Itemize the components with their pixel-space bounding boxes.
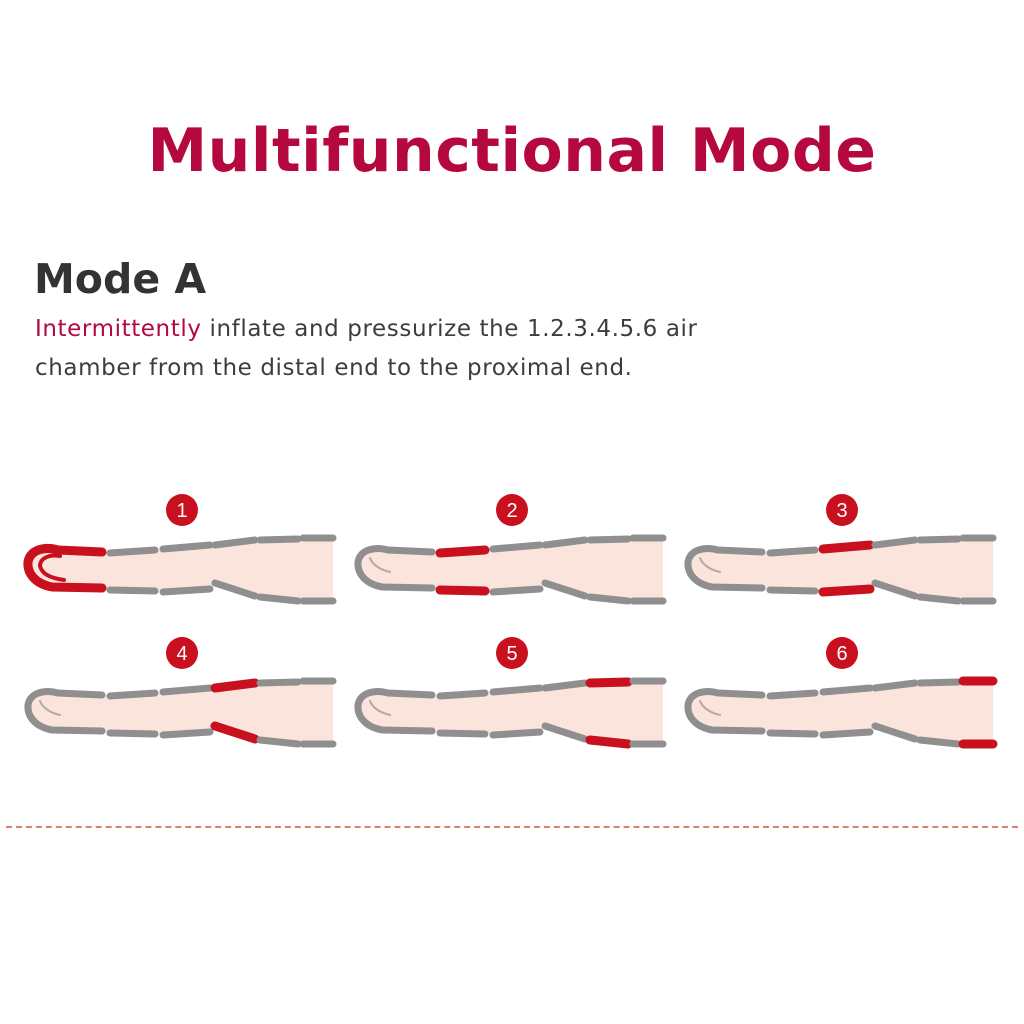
chamber-4-top <box>871 679 919 692</box>
chamber-1-foot-inner <box>37 553 66 582</box>
chamber-5-bottom <box>256 736 302 748</box>
chamber-2-top <box>766 546 819 557</box>
chamber-3-top <box>489 684 544 696</box>
chamber-3-top <box>489 541 544 553</box>
description-line2: chamber from the distal end to the proxi… <box>35 355 633 381</box>
step-panel-5: 5 <box>350 633 670 758</box>
step-number-label: 4 <box>176 643 187 665</box>
step-number-label: 1 <box>176 500 187 522</box>
chamber-4-bottom <box>871 722 919 743</box>
chamber-3-top <box>818 540 875 554</box>
leg-diagram-5: 5 <box>354 637 667 749</box>
step-number-circle <box>826 637 858 669</box>
step-number-badge: 3 <box>826 494 858 526</box>
chamber-2-top <box>435 545 490 558</box>
chamber-4-bottom <box>541 722 589 743</box>
leg-diagram-2: 2 <box>354 494 667 605</box>
step-number-circle <box>826 494 858 526</box>
chamber-1-foot <box>684 688 766 735</box>
chamber-2-bottom <box>435 585 490 596</box>
chamber-5-top <box>916 678 962 687</box>
chamber-4-bottom <box>541 579 589 600</box>
leg-diagram-4: 4 <box>24 637 337 748</box>
chamber-5-top <box>256 678 302 687</box>
chamber-1-foot <box>23 544 107 593</box>
chamber-5-top <box>916 535 962 544</box>
leg-diagram-6: 6 <box>684 637 998 749</box>
mode-heading: Mode A <box>34 255 207 303</box>
step-number-circle <box>166 637 198 669</box>
chamber-3-top <box>159 684 214 696</box>
page-title: Multifunctional Mode <box>147 116 877 186</box>
chamber-4-top <box>871 536 919 549</box>
chamber-3-bottom <box>489 585 544 596</box>
chamber-4-top <box>210 678 260 693</box>
step-number-label: 3 <box>836 500 847 522</box>
description-highlight: Intermittently <box>35 316 202 342</box>
step-number-badge: 2 <box>496 494 528 526</box>
chamber-2-top <box>766 689 819 700</box>
toe-line <box>369 700 391 716</box>
chamber-5-top <box>586 535 632 544</box>
step-panel-4: 4 <box>20 633 340 758</box>
chamber-4-bottom <box>210 721 260 744</box>
chamber-3-bottom <box>489 728 544 739</box>
step-number-badge: 5 <box>496 637 528 669</box>
step-panel-1: 1 <box>20 490 340 615</box>
description-line1: inflate and pressurize the 1.2.3.4.5.6 a… <box>201 316 698 342</box>
step-number-circle <box>496 494 528 526</box>
step-number-label: 5 <box>506 643 517 665</box>
section-divider <box>6 826 1018 828</box>
chamber-5-bottom <box>916 593 962 605</box>
chamber-1-foot <box>24 688 106 735</box>
step-panel-3: 3 <box>680 490 1000 615</box>
toe-line <box>369 557 391 573</box>
chamber-3-bottom <box>818 584 875 597</box>
chamber-2-top <box>106 689 159 700</box>
chamber-3-top <box>819 684 874 696</box>
chamber-3-top <box>159 541 214 553</box>
step-number-badge: 1 <box>166 494 198 526</box>
chamber-2-bottom <box>766 729 819 738</box>
chamber-4-top <box>541 679 589 692</box>
chamber-5-bottom <box>256 593 302 605</box>
chamber-5-top <box>585 677 633 688</box>
chamber-2-bottom <box>766 586 819 595</box>
chamber-2-top <box>436 689 489 700</box>
mode-description: Intermittently inflate and pressurize th… <box>35 310 795 388</box>
chamber-4-bottom <box>871 579 919 600</box>
chamber-3-bottom <box>159 585 214 596</box>
toe-line <box>699 557 721 573</box>
toe-line <box>39 700 61 716</box>
leg-diagram-1: 1 <box>23 494 337 605</box>
chamber-5-bottom <box>586 593 632 605</box>
chamber-3-bottom <box>819 728 874 739</box>
chamber-2-bottom <box>106 729 159 738</box>
toe-line <box>699 700 721 716</box>
chamber-2-bottom <box>106 586 159 595</box>
step-number-label: 6 <box>836 643 847 665</box>
leg-diagram-3: 3 <box>684 494 997 605</box>
chamber-1-foot <box>684 545 766 592</box>
chamber-4-top <box>541 536 589 549</box>
chamber-1-foot <box>354 545 436 592</box>
step-panel-6: 6 <box>680 633 1000 758</box>
step-number-badge: 6 <box>826 637 858 669</box>
chamber-1-foot <box>354 688 436 735</box>
chamber-2-bottom <box>436 729 489 738</box>
chamber-3-bottom <box>159 728 214 739</box>
step-number-circle <box>166 494 198 526</box>
step-number-badge: 4 <box>166 637 198 669</box>
chamber-2-top <box>106 546 159 557</box>
chamber-4-top <box>211 536 259 549</box>
step-number-label: 2 <box>506 500 517 522</box>
step-number-circle <box>496 637 528 669</box>
chamber-5-bottom <box>585 735 633 749</box>
chamber-5-top <box>256 535 302 544</box>
chamber-4-bottom <box>211 579 259 600</box>
step-panel-2: 2 <box>350 490 670 615</box>
chamber-5-bottom <box>916 736 962 748</box>
